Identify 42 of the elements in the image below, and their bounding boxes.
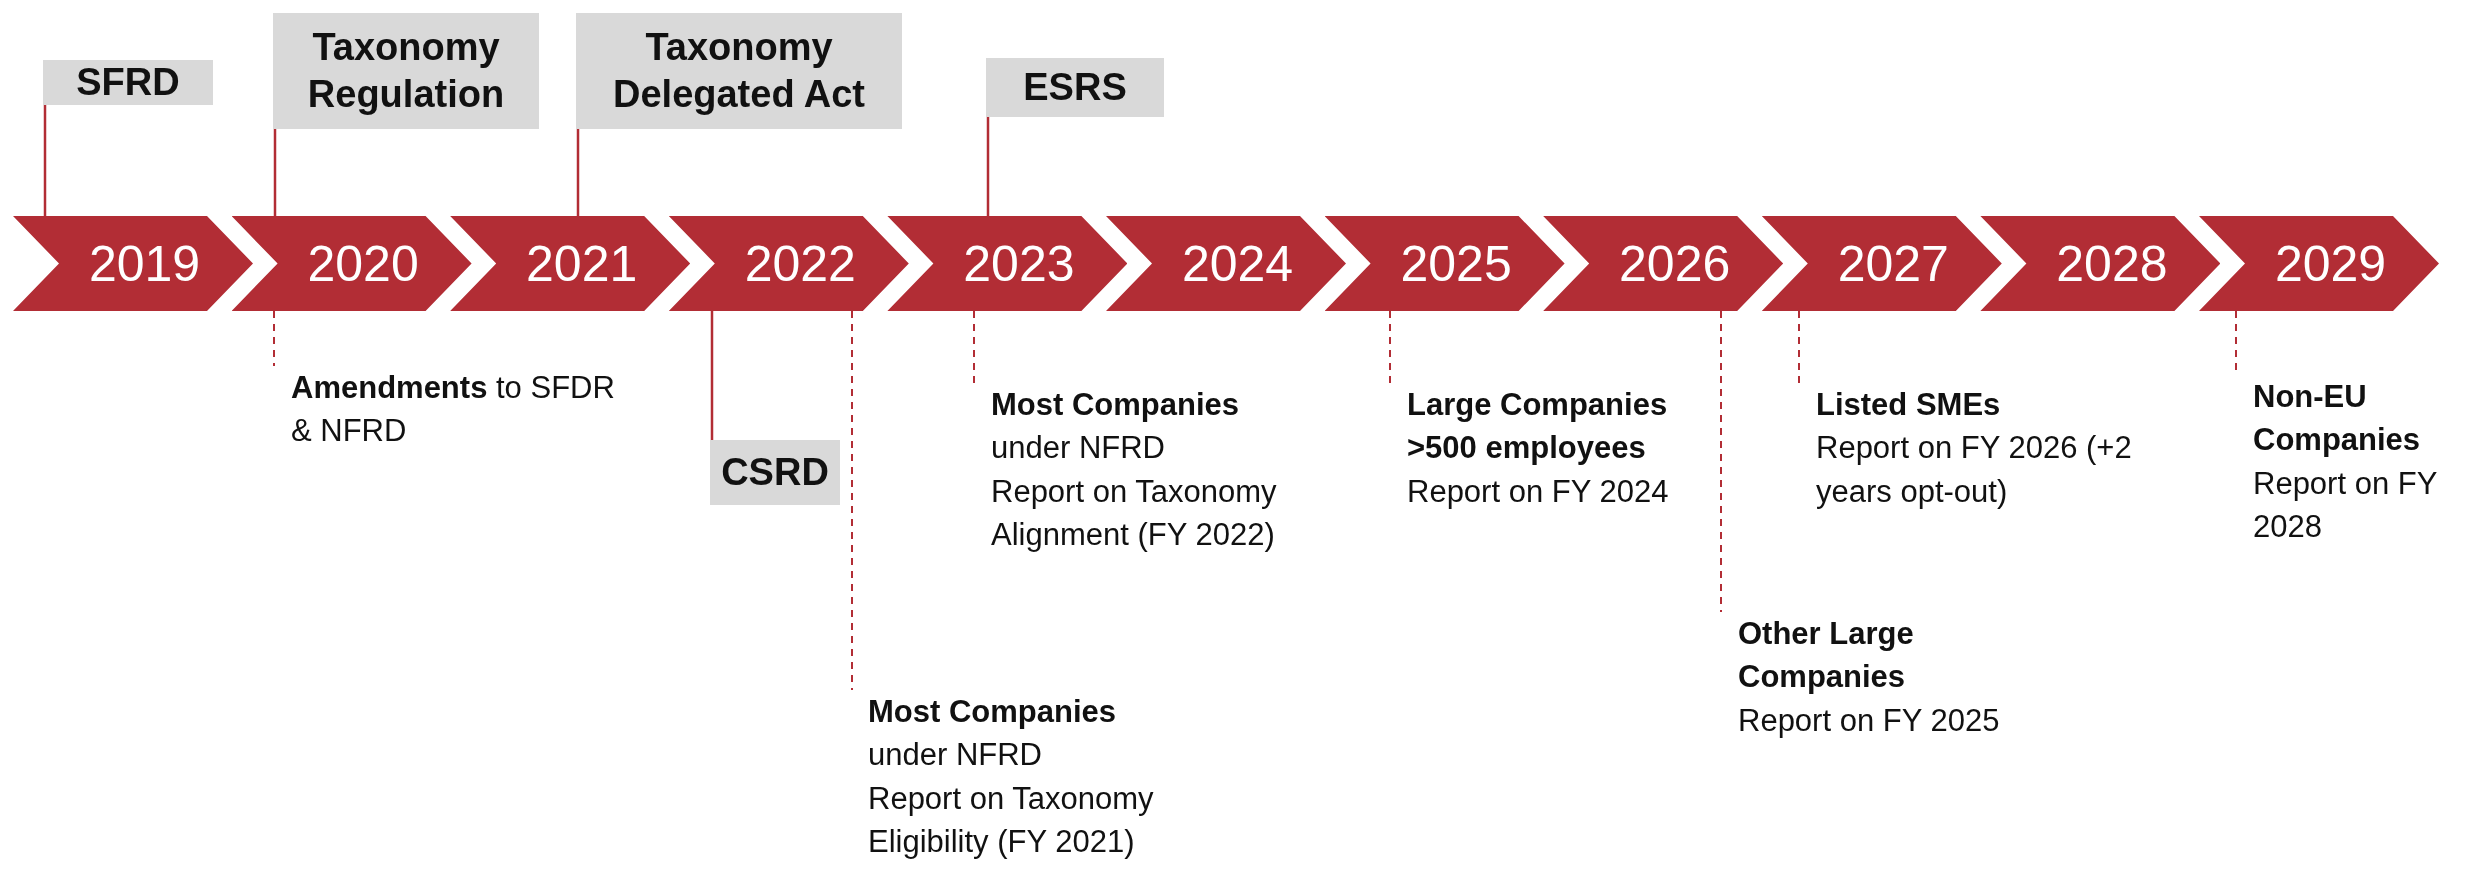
- year-label: 2022: [743, 234, 856, 293]
- regulation-tag: SFRD: [43, 60, 213, 105]
- year-label: 2029: [2273, 234, 2387, 293]
- note-heading: Most Companies: [991, 386, 1241, 424]
- year-label: 2028: [2055, 234, 2168, 293]
- note-text: Report on Taxonomy Eligibility (FY 2021): [868, 779, 1155, 862]
- note-heading: Most Companies: [868, 693, 1118, 731]
- year-label: 2025: [1399, 234, 1512, 293]
- dashed-leader-line: [1389, 310, 1391, 384]
- note-text: Report on FY 2026 (+2 years opt-out): [1816, 429, 2133, 511]
- year-label: 2027: [1836, 234, 1949, 293]
- year-label: 2023: [962, 234, 1075, 293]
- year-label: 2020: [306, 234, 419, 293]
- dashed-leader-line: [1720, 310, 1722, 613]
- note-heading: Listed SMEs: [1816, 386, 2002, 424]
- dashed-leader-line: [1798, 310, 1800, 384]
- note-heading: Large Companies >500 employees: [1407, 386, 1669, 468]
- dashed-leader-line: [851, 310, 853, 691]
- regulation-tag: Taxonomy Delegated Act: [576, 13, 902, 129]
- note-text: Report on FY 2028: [2253, 464, 2438, 547]
- leader-line: [986, 117, 990, 216]
- year-label: 2026: [1618, 234, 1731, 293]
- year-label: 2019: [87, 234, 201, 293]
- note-heading: Non-EU Companies: [2253, 378, 2422, 460]
- note-text: Report on FY 2024: [1407, 472, 1670, 511]
- note-text: under NFRD: [868, 736, 1043, 775]
- leader-line: [273, 129, 277, 216]
- regulation-tag: Taxonomy Regulation: [273, 13, 539, 129]
- note-text: Report on Taxonomy Alignment (FY 2022): [991, 472, 1278, 555]
- regulation-tag: CSRD: [710, 440, 840, 505]
- note-heading: Other Large Companies: [1738, 615, 1915, 697]
- year-label: 2024: [1180, 234, 1294, 293]
- note-text: Amendments to SFDR & NFRD: [291, 369, 616, 451]
- leader-line: [43, 105, 47, 216]
- leader-line: [710, 311, 714, 440]
- regulation-tag: ESRS: [986, 58, 1164, 117]
- note-text: under NFRD: [991, 429, 1166, 468]
- note-text: Report on FY 2025: [1738, 701, 2000, 740]
- leader-line: [576, 129, 580, 216]
- year-label: 2021: [525, 234, 638, 293]
- dashed-leader-line: [973, 310, 975, 384]
- dashed-leader-line: [273, 310, 275, 367]
